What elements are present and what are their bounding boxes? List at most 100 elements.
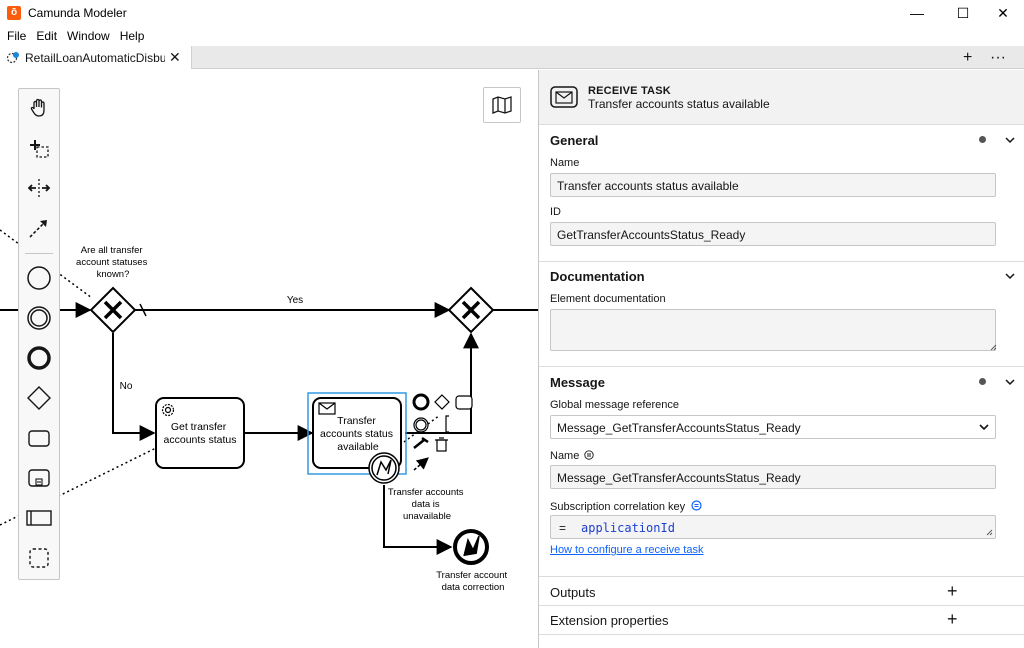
message-ref-label: Global message reference — [550, 399, 680, 411]
text-annotation-icon[interactable] — [445, 415, 449, 433]
flow-label-no: No — [120, 381, 133, 392]
sequence-flow-merge[interactable] — [405, 332, 479, 434]
window-title: Camunda Modeler — [28, 6, 127, 20]
task1-label-line: Get transfer — [171, 421, 227, 433]
palette-separator — [25, 253, 53, 254]
chevron-down-icon[interactable] — [1003, 269, 1017, 283]
lasso-tool-icon[interactable] — [19, 131, 59, 165]
task1-label-line: accounts status — [164, 434, 237, 446]
group-general-title[interactable]: General — [550, 133, 599, 148]
wrench-icon[interactable] — [413, 436, 429, 449]
boundary-label-line: data is — [412, 499, 440, 510]
add-extension-property-button[interactable]: + — [947, 609, 958, 629]
feel-required-icon[interactable] — [691, 500, 702, 511]
close-window-button[interactable]: ✕ — [997, 4, 1009, 21]
correlation-key-value: applicationId — [581, 521, 675, 535]
receive-task-selected[interactable] — [312, 397, 402, 469]
task2-label-line: accounts status — [320, 428, 393, 440]
start-event-icon[interactable] — [19, 261, 59, 295]
sequence-flow-no[interactable] — [112, 333, 156, 441]
append-end-event-icon[interactable] — [412, 393, 430, 411]
resize-handle-icon[interactable] — [990, 344, 997, 351]
diagram-canvas[interactable]: Are all transfer account statuses known?… — [0, 70, 538, 648]
chevron-down-icon[interactable] — [1003, 375, 1017, 389]
element-name: Transfer accounts status available — [588, 97, 770, 111]
id-label: ID — [550, 206, 561, 218]
exclusive-gateway-2[interactable] — [447, 286, 495, 334]
boundary-error-event[interactable] — [368, 452, 400, 484]
menu-help[interactable]: Help — [119, 29, 145, 43]
properties-panel: RECEIVE TASK Transfer accounts status av… — [538, 70, 1024, 648]
flow-label-yes: Yes — [287, 295, 303, 306]
task2-label: Transfer accounts status available — [320, 415, 396, 453]
group-extension-title[interactable]: Extension properties — [550, 613, 669, 628]
space-tool-icon[interactable] — [19, 171, 59, 205]
receive-task-help-link[interactable]: How to configure a receive task — [550, 544, 704, 556]
element-type: RECEIVE TASK — [588, 85, 671, 97]
receive-task-icon — [550, 86, 578, 108]
append-task-icon[interactable] — [455, 395, 473, 410]
append-gateway-icon[interactable] — [434, 394, 450, 410]
group-outputs-title[interactable]: Outputs — [550, 585, 596, 600]
tool-palette — [18, 88, 60, 580]
task2-label-line: Transfer — [337, 415, 376, 427]
association-line[interactable] — [0, 447, 157, 526]
message-name-input[interactable]: Message_GetTransferAccountsStatus_Ready — [550, 465, 996, 489]
feel-optional-icon[interactable] — [584, 450, 595, 460]
resize-handle-icon[interactable] — [986, 529, 993, 536]
group-extension-properties: Extension properties + — [539, 606, 1024, 635]
group-message-title[interactable]: Message — [550, 375, 605, 390]
documentation-textarea[interactable] — [550, 309, 996, 351]
connect-icon[interactable] — [413, 457, 429, 471]
message-name-label-text: Name — [550, 450, 580, 462]
group-documentation: Documentation Element documentation — [539, 262, 1024, 367]
chevron-down-icon[interactable] — [1003, 133, 1017, 147]
tab-close-icon[interactable]: ✕ — [169, 49, 181, 65]
gateway-icon[interactable] — [19, 381, 59, 415]
maximize-button[interactable]: ☐ — [956, 4, 970, 21]
data-marker-dot — [979, 136, 986, 143]
task-icon[interactable] — [19, 421, 59, 455]
menu-file[interactable]: File — [7, 29, 27, 43]
pool-icon[interactable] — [19, 501, 59, 535]
gateway-label-line: known? — [97, 269, 130, 280]
append-intermediate-event-icon[interactable] — [413, 417, 429, 433]
correlation-key-input[interactable]: = applicationId — [550, 515, 996, 539]
id-input[interactable]: GetTransferAccountsStatus_Ready — [550, 222, 996, 246]
panel-header: RECEIVE TASK Transfer accounts status av… — [539, 70, 1024, 125]
chevron-down-icon — [979, 424, 989, 431]
sequence-flow-error[interactable] — [383, 485, 453, 555]
gateway-label-line: Are all transfer — [81, 245, 143, 256]
minimize-button[interactable]: — — [910, 5, 924, 21]
message-ref-select[interactable]: Message_GetTransferAccountsStatus_Ready — [550, 415, 996, 439]
tab-retail-loan[interactable]: RetailLoanAutomaticDisbu ✕ — [0, 46, 192, 69]
trash-icon[interactable] — [435, 437, 448, 452]
end-error-event[interactable] — [453, 529, 489, 565]
tab-label: RetailLoanAutomaticDisbu — [25, 50, 165, 65]
menu-window[interactable]: Window — [67, 29, 110, 43]
name-input[interactable]: Transfer accounts status available — [550, 173, 996, 197]
group-documentation-title[interactable]: Documentation — [550, 269, 645, 284]
add-output-button[interactable]: + — [947, 581, 958, 601]
context-pad — [412, 393, 473, 471]
envelope-icon — [318, 402, 336, 415]
global-connect-tool-icon[interactable] — [19, 211, 59, 245]
association-line[interactable] — [0, 229, 93, 299]
intermediate-event-icon[interactable] — [19, 301, 59, 335]
exclusive-gateway-1[interactable] — [89, 286, 137, 334]
data-marker-dot — [979, 378, 986, 385]
menu-edit[interactable]: Edit — [36, 29, 58, 43]
hand-tool-icon[interactable] — [19, 91, 59, 125]
boundary-label-line: unavailable — [403, 511, 451, 522]
subprocess-icon[interactable] — [19, 461, 59, 495]
group-icon[interactable] — [19, 541, 59, 575]
gateway-question-label: Are all transfer account statuses known? — [76, 245, 150, 280]
new-tab-button[interactable]: + — [963, 48, 973, 66]
end-event-icon[interactable] — [19, 341, 59, 375]
correlation-key-label-text: Subscription correlation key — [550, 501, 686, 513]
more-tabs-button[interactable]: ··· — [990, 48, 1006, 66]
minimap-toggle-button[interactable] — [483, 87, 521, 123]
task2-label-line: available — [337, 441, 379, 453]
service-task-get-status[interactable] — [155, 397, 245, 469]
